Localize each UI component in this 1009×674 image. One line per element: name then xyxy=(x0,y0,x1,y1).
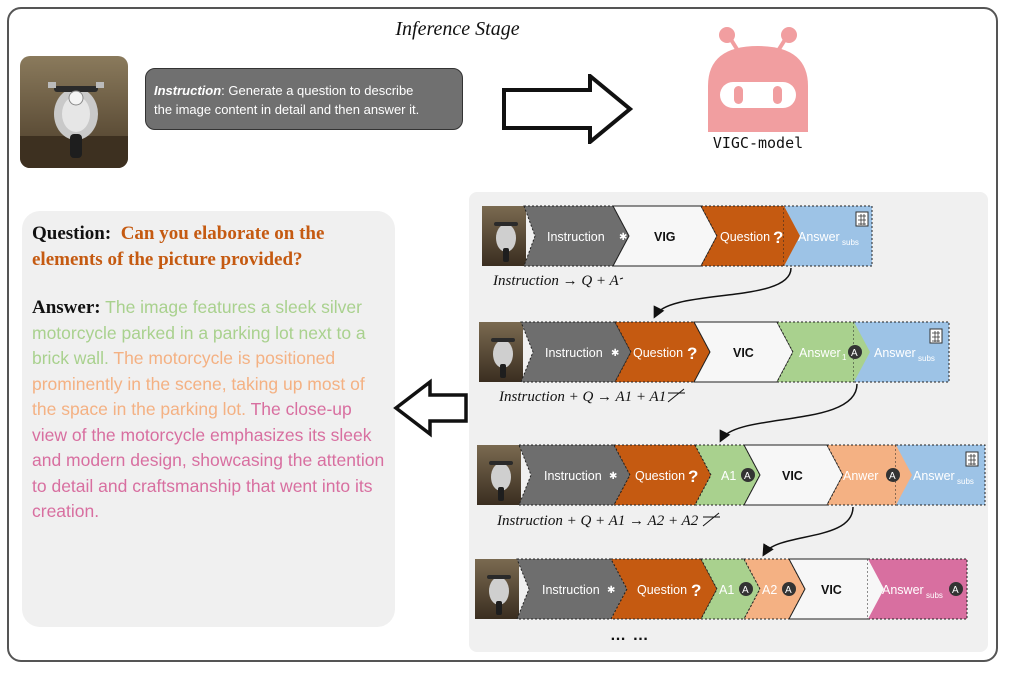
row2-instruction-label: Instruction xyxy=(545,346,603,360)
ellipsis: … … xyxy=(610,627,650,644)
formula-2: Instruction + Q → A1 + A1 xyxy=(498,389,666,405)
answer-panel: Question: Can you elaborate on the eleme… xyxy=(22,211,395,627)
question-text: Can you elaborate on the elements of the… xyxy=(32,223,325,270)
row2-answer-subs: subs xyxy=(918,354,935,363)
pipeline-row-4: Instruction ✱ Question ? A1 A A2 A VIC A… xyxy=(475,558,968,620)
diagram-frame xyxy=(7,7,998,662)
pipeline-row-1: Instruction ✱ VIG Question ? Answer subs xyxy=(482,205,873,267)
question-line: Question: Can you elaborate on the eleme… xyxy=(32,221,392,273)
instruction-label: Instruction xyxy=(154,83,222,98)
row3-a-badge-1: A xyxy=(744,471,751,482)
motorcycle-photo xyxy=(20,56,128,168)
stage-title: Inference Stage xyxy=(395,18,520,40)
row3-instruction-label: Instruction xyxy=(544,469,602,483)
row1-answer-subs: subs xyxy=(842,238,859,247)
row1-question-label: Question xyxy=(720,230,770,244)
pipeline-row-3: Instruction ✱ Question ? A1 A VIC Anwer … xyxy=(477,444,986,506)
answer-block: Answer: The image features a sleek silve… xyxy=(32,295,387,525)
row1-question-mark: ? xyxy=(773,228,783,247)
row4-instruction-label: Instruction xyxy=(542,583,600,597)
row2-a-badge: A xyxy=(851,348,858,359)
row2-answer1-sub: 1 xyxy=(842,353,847,362)
svg-text:✱: ✱ xyxy=(609,471,617,482)
arrow-right-icon xyxy=(502,74,634,144)
formula-3: Instruction + Q + A1 → A2 + A2 xyxy=(496,513,699,529)
arrow-left-icon xyxy=(393,378,468,438)
formula-1: Instruction → Q + A xyxy=(492,273,620,289)
pipeline-panel: Instruction ✱ VIG Question ? Answer subs… xyxy=(469,192,988,652)
row3-answer-label: Answer xyxy=(913,469,955,483)
row2-answer1-label: Answer xyxy=(799,346,841,360)
instruction-text-1: : Generate a question to describe xyxy=(221,83,414,98)
row3-a-badge-2: A xyxy=(889,471,896,482)
calendar-icon xyxy=(855,211,869,227)
row3-question-mark: ? xyxy=(688,467,698,486)
row2-question-mark: ? xyxy=(687,344,697,363)
row4-vic-label: VIC xyxy=(821,583,842,597)
answer-part-3: The close-up view of the motorcycle emph… xyxy=(32,399,385,521)
calendar-icon xyxy=(965,451,979,467)
row3-answer-subs: subs xyxy=(957,477,974,486)
robot-icon xyxy=(708,27,808,132)
row4-question-mark: ? xyxy=(691,581,701,600)
answer-label: Answer: xyxy=(32,297,101,318)
row2-question-label: Question xyxy=(633,346,683,360)
model-label: VIGC-model xyxy=(712,134,804,152)
row1-instruction-label: Instruction xyxy=(547,230,605,244)
svg-text:✱: ✱ xyxy=(611,348,619,359)
instruction-box: Instruction: Generate a question to desc… xyxy=(145,68,463,130)
instruction-text-2: the image content in detail and then ans… xyxy=(154,102,420,117)
question-label: Question: xyxy=(32,223,112,244)
row4-a-badge-1: A xyxy=(742,585,749,596)
row1-answer-label: Answer xyxy=(798,230,840,244)
answer-part-1: The image features a sleek silver motorc… xyxy=(32,297,366,368)
row2-vic-label: VIC xyxy=(733,346,754,360)
row2-answer-label: Answer xyxy=(874,346,916,360)
pipeline-row-2: Instruction ✱ Question ? VIC Answer 1 A … xyxy=(479,321,950,383)
row4-answer-label: Answer xyxy=(882,583,924,597)
row4-answer-subs: subs xyxy=(926,591,943,600)
row4-a2-label: A2 xyxy=(762,583,777,597)
row3-vic-label: VIC xyxy=(782,469,803,483)
row4-a-badge-2: A xyxy=(785,585,792,596)
row4-a1-label: A1 xyxy=(719,583,734,597)
row1-vig-label: VIG xyxy=(654,230,676,244)
row3-question-label: Question xyxy=(635,469,685,483)
row3-a1-label: A1 xyxy=(721,469,736,483)
answer-part-2: The motorcycle is positioned prominently… xyxy=(32,348,365,419)
row4-question-label: Question xyxy=(637,583,687,597)
svg-text:✱: ✱ xyxy=(619,232,627,243)
row3-anwer-label: Anwer xyxy=(843,469,878,483)
calendar-icon xyxy=(929,328,943,344)
instruction-line1: Instruction: Generate a question to desc… xyxy=(154,81,454,100)
row4-a-badge-3: A xyxy=(952,585,959,596)
svg-text:✱: ✱ xyxy=(607,585,615,596)
